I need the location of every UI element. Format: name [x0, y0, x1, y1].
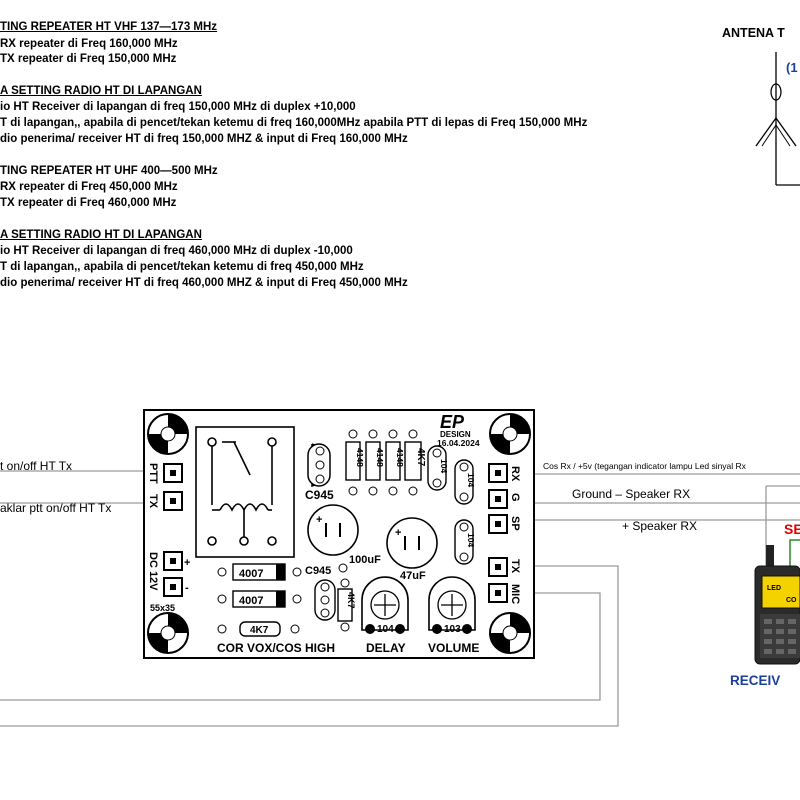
label-mic: MIC — [509, 584, 521, 604]
wire-label-ptt-1: t on/off HT Tx — [0, 459, 72, 473]
capacitor-104: 104 — [454, 459, 476, 505]
label-plus: + — [184, 557, 190, 569]
label-104: 104 — [466, 473, 476, 487]
label-delay: DELAY — [366, 641, 406, 655]
label-tx-right: TX — [509, 559, 521, 574]
connector-dc: + - DC 12V 55x35 — [147, 551, 190, 613]
note-line: io HT Receiver di lapangan di freq 150,0… — [0, 101, 356, 113]
transistor-c945-top: C945 — [305, 443, 334, 502]
svg-text:+: + — [395, 527, 401, 539]
mounting-hole — [147, 612, 189, 654]
note-line: T di lapangan,, apabila di pencet/tekan … — [0, 261, 364, 273]
label-104: 104 — [466, 533, 476, 547]
label-4148: 4148 — [355, 448, 365, 467]
diode-4148: 4148 — [345, 429, 365, 496]
label-c945-mid: C945 — [305, 565, 331, 577]
label-c945-top: C945 — [305, 488, 334, 502]
capacitor-104: 104 — [454, 519, 476, 565]
note-line: RX repeater di Freq 450,000 MHz — [0, 181, 178, 193]
wire-label-cos-rx: Cos Rx / +5v (tegangan indicator lampu L… — [543, 461, 747, 471]
diode-4148: 4148 — [365, 429, 385, 496]
antenna-title: ANTENA T — [722, 26, 785, 40]
svg-text:+: + — [316, 514, 322, 526]
note-line: dio penerima/ receiver HT di freq 150,00… — [0, 133, 408, 145]
antenna-paren: (1 — [786, 60, 798, 75]
note-line: dio penerima/ receiver HT di freq 460,00… — [0, 277, 408, 289]
mounting-hole — [147, 413, 189, 455]
trimpot-volume: 103 VOLUME — [428, 576, 479, 655]
capacitor-100uf: + 100uF — [307, 504, 381, 566]
connector-rx-g-sp: RX G SP — [488, 463, 521, 534]
label-g: G — [509, 493, 521, 502]
resistor-4k7-top: 4K7 — [404, 429, 426, 496]
wires-right — [0, 473, 800, 727]
note-line: TING REPEATER HT VHF 137—173 MHz — [0, 21, 218, 33]
note-line: TX repeater di Freq 460,000 MHz — [0, 197, 177, 209]
label-mode: COR VOX/COS HIGH — [217, 641, 335, 655]
resistor-4k7-bottom: 4K7 — [217, 621, 300, 637]
wire-label-ground: Ground – Speaker RX — [572, 487, 690, 501]
mounting-hole — [489, 612, 531, 654]
label-ptt: PTT — [147, 463, 159, 484]
resistor-4k7-mid: 4K7 — [337, 578, 356, 632]
receiver-led-label: LED — [767, 585, 781, 592]
connector-tx-mic: TX MIC — [488, 557, 521, 604]
label-tx-left: TX — [147, 494, 159, 509]
label-4k7-mid: 4K7 — [346, 592, 356, 609]
label-47uf: 47uF — [400, 570, 426, 582]
wires-left — [0, 470, 150, 504]
diode-4007-2: 4007 — [217, 590, 302, 608]
transistor-c945-mid: C945 — [305, 563, 348, 621]
note-line: TING REPEATER HT UHF 400—500 MHz — [0, 165, 218, 177]
ep-logo: EP DESIGN 16.04.2024 — [437, 412, 480, 448]
note-line: A SETTING RADIO HT DI LAPANGAN — [0, 85, 202, 97]
trimpot-delay: 104 DELAY — [361, 576, 409, 655]
note-line: A SETTING RADIO HT DI LAPANGAN — [0, 229, 202, 241]
logo-design: DESIGN — [440, 430, 471, 439]
label-size: 55x35 — [150, 603, 175, 613]
antenna: ANTENA T (1 — [722, 26, 800, 186]
label-pot-volume-val: 103 — [444, 624, 461, 635]
label-100uf: 100uF — [349, 554, 381, 566]
label-4007-1: 4007 — [239, 568, 263, 580]
connector-ptt: PTT TX — [147, 463, 183, 511]
relay — [195, 426, 295, 558]
label-4k7-top: 4K7 — [415, 448, 426, 467]
label-4148: 4148 — [395, 448, 405, 467]
note-line: TX repeater di Freq 150,000 MHz — [0, 53, 177, 65]
receiver-radio: SE LED CO RECEIV — [730, 521, 800, 688]
capacitor-104: 104 — [427, 445, 449, 491]
receiver-co-label: CO — [786, 597, 797, 604]
label-volume: VOLUME — [428, 641, 479, 655]
logo-date: 16.04.2024 — [437, 438, 480, 448]
note-line: T di lapangan,, apabila di pencet/tekan … — [0, 117, 588, 129]
receiver-sticker: SE — [784, 521, 800, 537]
receiver-label: RECEIV — [730, 673, 780, 688]
label-pot-delay-val: 104 — [377, 624, 394, 635]
pcb-board: C945 4148 4148 4148 4K7 104 — [143, 409, 535, 659]
wire-label-speaker: + Speaker RX — [622, 519, 697, 533]
label-sp: SP — [509, 516, 521, 531]
diode-4007-1: 4007 — [217, 563, 302, 581]
label-4148: 4148 — [375, 448, 385, 467]
label-104: 104 — [439, 459, 449, 473]
note-line: io HT Receiver di lapangan di freq 460,0… — [0, 245, 353, 257]
label-4007-2: 4007 — [239, 595, 263, 607]
label-minus: - — [185, 582, 189, 594]
note-line: RX repeater di Freq 160,000 MHz — [0, 38, 178, 50]
label-rx: RX — [509, 466, 521, 482]
label-4k7-bottom: 4K7 — [250, 625, 269, 636]
wire-label-ptt-2: aklar ptt on/off HT Tx — [0, 501, 111, 515]
logo-ep: EP — [440, 412, 465, 432]
capacitor-47uf: + 47uF — [386, 517, 438, 582]
diode-4148: 4148 — [385, 429, 405, 496]
mounting-hole — [489, 413, 531, 455]
label-dc-12v: DC 12V — [147, 552, 159, 591]
